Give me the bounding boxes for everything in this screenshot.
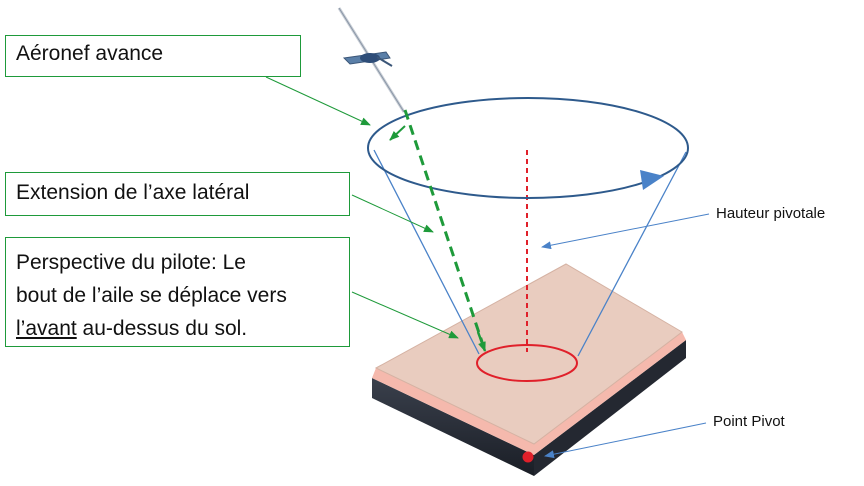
leader-perspective [351, 291, 459, 339]
wingtip-circle [367, 97, 689, 199]
label-hauteur-pivotale: Hauteur pivotale [716, 205, 826, 222]
ground-circle [476, 344, 578, 382]
callout-extension: Extension de l’axe latéral [5, 172, 350, 216]
pivot-point-icon [522, 451, 534, 463]
label-point-pivot: Point Pivot [713, 413, 785, 430]
leader-hauteur [541, 213, 710, 250]
callout-aeronef-text: Aéronef avance [16, 42, 164, 65]
cone-line-right [577, 151, 687, 357]
callout-extension-text: Extension de l’axe latéral [16, 181, 250, 204]
ground-top-surface [374, 263, 683, 445]
ground-block [372, 263, 686, 476]
leader-extension [351, 194, 434, 233]
callout-perspective-line1: Perspective du pilote: Le [16, 251, 246, 274]
glider-icon [337, 7, 406, 113]
callout-perspective-line3: l’avant au-dessus du sol. [16, 312, 349, 345]
lateral-axis-extension [403, 109, 486, 349]
cone-line-left [373, 149, 480, 355]
callout-perspective: Perspective du pilote: Le bout de l’aile… [5, 237, 350, 347]
callout-perspective-line2: bout de l’aile se déplace vers [16, 284, 287, 307]
leader-pivot [544, 422, 707, 459]
leader-aeronef [265, 76, 371, 126]
arrowhead-icon [640, 170, 664, 190]
circle-entry-arrow [389, 125, 406, 141]
callout-perspective-line3-rest: au-dessus du sol. [76, 317, 248, 340]
callout-aeronef: Aéronef avance [5, 35, 301, 77]
callout-perspective-underlined: l’avant [16, 317, 77, 340]
ground-front-side [372, 378, 534, 476]
lateral-axis-arrow [476, 331, 487, 352]
ground-right-side [534, 340, 686, 476]
